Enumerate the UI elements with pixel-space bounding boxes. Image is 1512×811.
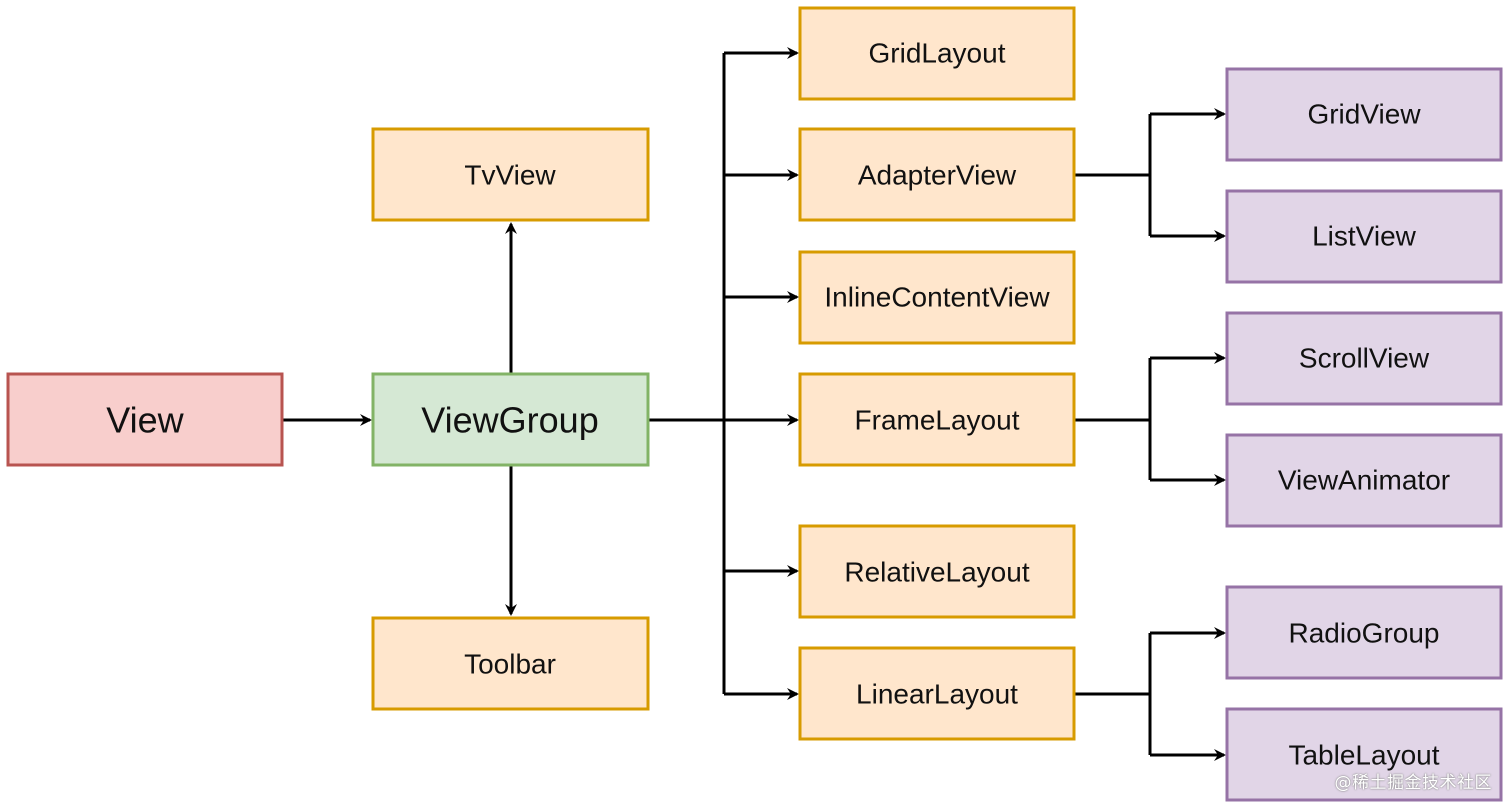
node-framelayout: FrameLayout [798, 372, 1076, 467]
node-relativelayout-label: RelativeLayout [844, 557, 1029, 588]
node-listview: ListView [1225, 189, 1503, 284]
node-toolbar: Toolbar [371, 616, 650, 711]
node-viewgroup-label: ViewGroup [421, 400, 598, 441]
node-tvview: TvView [371, 127, 650, 222]
node-listview-label: ListView [1312, 221, 1417, 252]
node-linearlayout: LinearLayout [798, 646, 1076, 741]
edge-adapterview-trunk [1075, 114, 1152, 236]
node-radiogroup: RadioGroup [1225, 585, 1503, 680]
node-gridlayout: GridLayout [798, 6, 1076, 101]
node-tvview-label: TvView [464, 160, 556, 191]
node-tablelayout: TableLayout [1225, 707, 1503, 802]
node-radiogroup-label: RadioGroup [1289, 618, 1440, 649]
node-gridview-label: GridView [1307, 99, 1421, 130]
node-view-label: View [106, 400, 184, 441]
node-gridlayout-label: GridLayout [869, 38, 1006, 69]
node-toolbar-label: Toolbar [464, 649, 556, 680]
edges [283, 47, 1226, 761]
node-inlinecontentview-label: InlineContentView [824, 282, 1050, 313]
node-gridview: GridView [1225, 67, 1503, 162]
watermark: @稀土掘金技术社区 [1334, 773, 1492, 793]
node-scrollview-label: ScrollView [1299, 343, 1430, 374]
edge-linearlayout-trunk [1075, 633, 1152, 755]
node-framelayout-label: FrameLayout [855, 405, 1020, 436]
node-linearlayout-label: LinearLayout [856, 679, 1018, 710]
node-relativelayout: RelativeLayout [798, 524, 1076, 619]
edge-framelayout-trunk [1075, 358, 1152, 480]
node-inlinecontentview: InlineContentView [798, 250, 1076, 345]
node-viewanimator: ViewAnimator [1225, 433, 1503, 528]
node-adapterview: AdapterView [798, 127, 1076, 222]
node-viewanimator-label: ViewAnimator [1278, 465, 1450, 496]
node-tablelayout-label: TableLayout [1288, 740, 1439, 771]
node-scrollview: ScrollView [1225, 311, 1503, 406]
node-viewgroup: ViewGroup [371, 372, 650, 467]
node-adapterview-label: AdapterView [858, 160, 1017, 191]
node-view: View [6, 372, 284, 467]
